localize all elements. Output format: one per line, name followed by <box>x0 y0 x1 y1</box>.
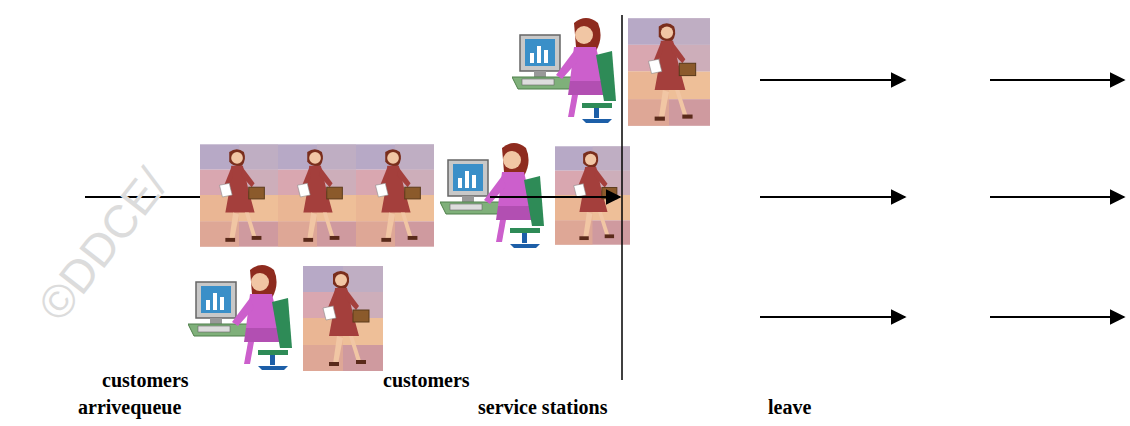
caption-label: leave <box>768 395 811 419</box>
served-customer <box>628 18 710 126</box>
queued-customer <box>356 144 434 246</box>
served-customer <box>303 266 383 371</box>
caption-label: service stations <box>478 395 607 419</box>
system-boundary <box>621 15 623 380</box>
server-station <box>188 265 292 370</box>
server-station <box>440 143 544 248</box>
service-arrow <box>490 196 620 198</box>
served-customer <box>555 146 630 244</box>
server-station <box>512 18 616 123</box>
queued-customer <box>200 144 278 246</box>
caption-label: customers <box>383 368 470 392</box>
caption-label: customers <box>102 368 189 392</box>
queued-customer <box>278 144 356 246</box>
watermark: ©DDCE/ <box>30 161 175 329</box>
departure-arrows <box>760 80 1124 317</box>
caption-label: arrivequeue <box>78 395 181 419</box>
